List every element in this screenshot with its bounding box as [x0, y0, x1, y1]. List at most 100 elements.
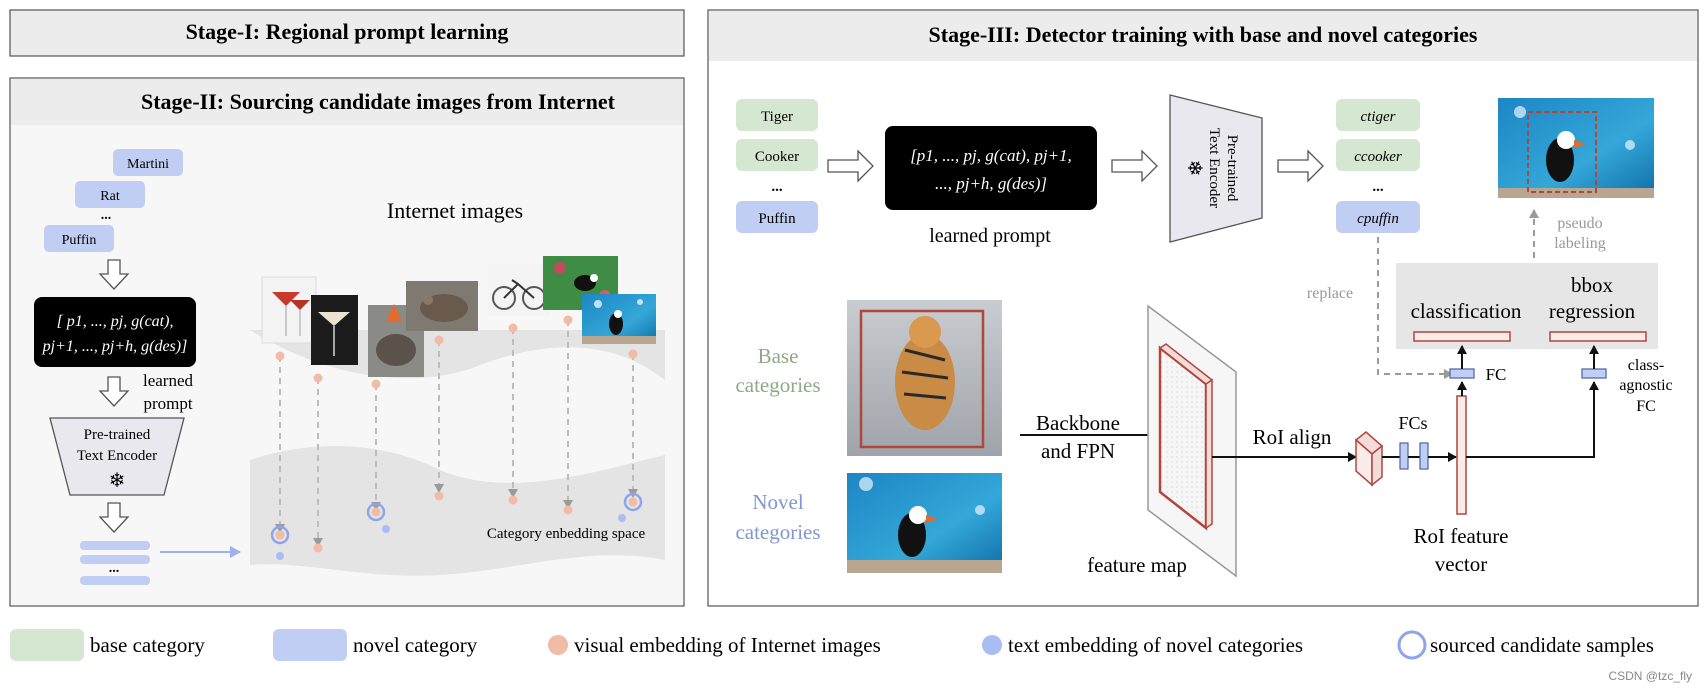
- prompt-line2: pj+1, ..., pj+h, g(des)]: [42, 338, 188, 355]
- fc-box-regression: [1581, 368, 1607, 379]
- stage3-category-ellipsis: ...: [771, 179, 783, 195]
- base-categories-1: Base: [758, 344, 799, 368]
- legend-swatch-novel: [273, 629, 347, 661]
- sourced-candidate-circles: [270, 492, 643, 545]
- pseudo-labeling-2: labeling: [1554, 235, 1606, 252]
- class-agnostic-2: agnostic: [1619, 377, 1672, 394]
- category-martini-label: Martini: [127, 157, 169, 172]
- down-arrow-3: [98, 502, 130, 533]
- stage2-title: Stage-II: Sourcing candidate images from…: [141, 89, 616, 114]
- embedding-puffin: [1336, 201, 1420, 233]
- class-agnostic-3: FC: [1636, 398, 1656, 415]
- embedding-tiger-label: ctiger: [1361, 109, 1396, 125]
- embedding-cooker: [1336, 139, 1420, 171]
- legend: base category novel category visual embe…: [10, 629, 1654, 661]
- bbox-label: bbox: [1571, 273, 1614, 297]
- legend-label-base: base category: [90, 633, 205, 657]
- legend-label-text: text embedding of novel categories: [1008, 633, 1303, 657]
- image-rat: [406, 281, 478, 331]
- category-rat: [75, 181, 145, 208]
- regression-bar: [1549, 331, 1647, 342]
- base-categories-2: categories: [735, 373, 820, 397]
- legend-swatch-text: [982, 635, 1002, 655]
- watermark: CSDN @tzc_fly: [1608, 669, 1692, 683]
- embedding-cooker-label: ccooker: [1354, 149, 1402, 165]
- fc-layer-1: [1399, 442, 1409, 470]
- category-puffin: [44, 225, 114, 252]
- right-arrow-1: [827, 149, 874, 183]
- embedding-tiger: [1336, 99, 1420, 131]
- learned-prompt-label-1: learned: [143, 371, 194, 390]
- category-martini: [113, 149, 183, 176]
- backbone-label-1: Backbone: [1036, 411, 1120, 435]
- novel-categories-2: categories: [735, 520, 820, 544]
- stage2-panel: Stage-II: Sourcing candidate images from…: [9, 77, 685, 607]
- regression-label: regression: [1549, 299, 1636, 323]
- image-puffin-sea: [582, 294, 656, 344]
- encoder-label-1: Pre-trained: [84, 427, 151, 443]
- embedding-space-label: Category enbedding space: [487, 526, 646, 542]
- category-rat-label: Rat: [100, 189, 120, 204]
- replace-arrow: [1377, 237, 1453, 379]
- right-arrow-2: [1111, 149, 1158, 183]
- down-arrow-2: [98, 376, 130, 407]
- stage3-encoder-label-1: Pre-trained: [1224, 135, 1240, 202]
- roi-feature-vector-label-2: vector: [1435, 552, 1487, 576]
- visual-embedding-dots: [275, 315, 638, 553]
- legend-swatch-visual: [548, 635, 568, 655]
- class-agnostic-1: class-: [1628, 357, 1664, 374]
- novel-categories-1: Novel: [752, 490, 803, 514]
- stage3-learned-prompt: learned prompt: [929, 225, 1051, 247]
- backbone-label-2: and FPN: [1041, 439, 1115, 463]
- stage3-prompt-line2: ..., pj+h, g(des)]: [935, 174, 1047, 193]
- encoder-label-2: Text Encoder: [77, 448, 157, 464]
- stage3-prompt-line1: [p1, ..., pj, g(cat), pj+1,: [910, 146, 1072, 165]
- stage1-panel: Stage-I: Regional prompt learning: [9, 9, 685, 57]
- roi-feature-cube: [1354, 431, 1384, 487]
- down-arrow-1: [98, 259, 130, 290]
- prompt-box: [34, 297, 196, 367]
- image-martini-glasses: [261, 276, 317, 344]
- internet-images-label: Internet images: [387, 198, 523, 223]
- category-puffin-label: Puffin: [62, 233, 97, 248]
- legend-label-sourced: sourced candidate samples: [1430, 633, 1654, 657]
- classification-bar: [1413, 331, 1511, 342]
- legend-swatch-sourced: [1397, 630, 1427, 660]
- category-ellipsis: ...: [101, 208, 112, 223]
- embedding-space-plane: [250, 446, 665, 576]
- stage3-encoder-label-2: Text Encoder: [1206, 128, 1222, 208]
- stage1-title: Stage-I: Regional prompt learning: [186, 19, 509, 44]
- roi-feature-vector-label-1: RoI feature: [1413, 524, 1508, 548]
- embedding-puffin-label: cpuffin: [1357, 211, 1399, 227]
- vector-to-fc-regression: [1466, 381, 1599, 458]
- replace-label: replace: [1307, 285, 1353, 302]
- stage3-title: Stage-III: Detector training with base a…: [929, 22, 1478, 47]
- stage3-prompt-box: [885, 126, 1097, 210]
- legend-label-visual: visual embedding of Internet images: [574, 633, 881, 657]
- category-puffin-novel-label: Puffin: [758, 211, 796, 227]
- embedding-ellipsis: ...: [109, 561, 120, 576]
- classification-label: classification: [1411, 299, 1522, 323]
- category-cooker-label: Cooker: [755, 149, 799, 165]
- text-encoder-stage3: [1169, 94, 1263, 243]
- feature-map: [1147, 304, 1237, 578]
- category-puffin-novel: [736, 201, 818, 233]
- stage3-panel: Stage-III: Detector training with base a…: [707, 9, 1699, 607]
- legend-label-novel: novel category: [353, 633, 478, 657]
- roi-align-label: RoI align: [1253, 425, 1332, 449]
- stage3-snowflake-icon: ❄: [1183, 160, 1205, 177]
- fc-box-classification: [1449, 368, 1475, 379]
- tiger-image: [847, 300, 1002, 456]
- fc-label: FC: [1486, 365, 1507, 384]
- fcs-label: FCs: [1398, 413, 1427, 433]
- prompt-line1: [ p1, ..., pj, g(cat),: [57, 313, 174, 330]
- pseudo-labeled-image: [1498, 98, 1654, 198]
- text-embedding-bar-2: [80, 555, 150, 564]
- puffin-image: [847, 473, 1002, 573]
- text-embedding-bar-1: [80, 541, 150, 550]
- text-embedding-dots: [276, 514, 626, 560]
- category-cooker: [736, 139, 818, 171]
- text-embedding-bar-3: [80, 576, 150, 585]
- image-bicycle: [488, 264, 550, 316]
